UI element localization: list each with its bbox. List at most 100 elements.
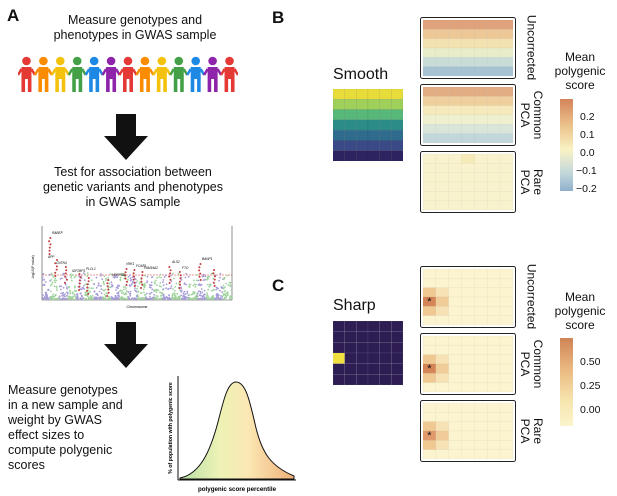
- manhattan-point: [116, 292, 119, 295]
- manhattan-point: [100, 273, 102, 275]
- manhattan-point: [163, 294, 165, 297]
- step-2-text: Test for association between genetic var…: [18, 165, 248, 210]
- heatmap-cell: [435, 38, 449, 49]
- heatmap-cell: [487, 153, 501, 164]
- manhattan-point: [59, 297, 61, 300]
- manhattan-point: [193, 279, 195, 282]
- manhattan-point: [186, 290, 189, 293]
- manhattan-point: [207, 296, 210, 298]
- manhattan-point: [79, 297, 82, 300]
- heatmap-cell: [435, 306, 449, 316]
- density-xlabel: polygenic score percentile: [198, 486, 277, 493]
- manhattan-point: [136, 287, 138, 290]
- heatmap-cell: [435, 296, 449, 307]
- manhattan-point: [171, 293, 174, 296]
- manhattan-gene-label: HERPUD: [112, 273, 126, 277]
- heatmap-cell: [499, 278, 514, 288]
- manhattan-peak-point: [65, 269, 68, 272]
- manhattan-point: [214, 298, 217, 300]
- smooth-pattern-cell: [379, 99, 392, 110]
- step-3-line-1: Measure genotypes: [8, 383, 118, 397]
- smooth-pattern-cell: [391, 109, 403, 121]
- heatmap-cell: [435, 172, 449, 183]
- manhattan-point: [61, 277, 63, 280]
- heatmap-cell: [461, 181, 475, 192]
- manhattan-point: [196, 273, 198, 276]
- step-3-text: Measure genotypes in a new sample and we…: [8, 383, 168, 473]
- manhattan-point: [89, 295, 92, 298]
- manhattan-point: [207, 288, 210, 291]
- heatmap-cell: [499, 335, 514, 346]
- manhattan-peak-point: [168, 266, 171, 268]
- manhattan-point: [73, 286, 76, 289]
- heatmap-cell: [499, 345, 514, 355]
- heatmap-cell: [461, 19, 475, 30]
- c-colorbar-tick-2: 0.25: [580, 380, 601, 392]
- heatmap-cell: [422, 278, 437, 288]
- heatmap-cell: [474, 373, 488, 383]
- sharp-pattern-cell: [333, 321, 345, 332]
- manhattan-point: [84, 291, 87, 294]
- heatmap-cell: [461, 363, 475, 374]
- manhattan-point: [108, 282, 111, 285]
- c-colorbar-title: Mean polygenic score: [554, 290, 606, 332]
- sharp-pattern-cell: [379, 363, 392, 375]
- manhattan-point: [64, 297, 66, 300]
- heatmap-cell: [435, 163, 449, 173]
- manhattan-point: [128, 298, 131, 300]
- manhattan-point: [69, 297, 71, 299]
- manhattan-point: [97, 282, 100, 284]
- manhattan-point: [162, 284, 165, 287]
- smooth-pattern-cell: [367, 129, 380, 141]
- manhattan-point: [182, 298, 185, 300]
- manhattan-point: [141, 282, 143, 284]
- manhattan-point: [86, 295, 89, 298]
- manhattan-point: [55, 298, 57, 300]
- panel-c-letter: C: [272, 276, 285, 295]
- manhattan-peak-point: [178, 271, 181, 273]
- manhattan-point: [180, 297, 183, 300]
- c-row-label-common-pca: Common PCA: [518, 339, 545, 389]
- manhattan-point: [117, 298, 119, 300]
- manhattan-point: [66, 286, 68, 288]
- manhattan-point: [94, 296, 96, 299]
- manhattan-point: [109, 286, 112, 288]
- sharp-uncorrected-heatmap: *: [420, 266, 516, 328]
- manhattan-peak-point: [199, 279, 202, 281]
- manhattan-peak-point: [133, 275, 136, 278]
- heatmap-cell: [474, 133, 488, 144]
- heatmap-cell: [422, 200, 437, 211]
- manhattan-point: [67, 297, 70, 300]
- heatmap-cell: [422, 96, 437, 106]
- panel-a-letter: A: [7, 6, 20, 25]
- smooth-pattern-cell: [379, 129, 392, 141]
- manhattan-point: [104, 295, 107, 297]
- manhattan-point: [222, 294, 225, 297]
- manhattan-point: [175, 297, 178, 300]
- heatmap-cell: [461, 449, 475, 460]
- b-colorbar-tick-5: −0.2: [576, 183, 597, 193]
- manhattan-point: [103, 293, 106, 296]
- manhattan-point: [91, 295, 94, 297]
- manhattan-peak-point: [87, 277, 90, 279]
- manhattan-point: [64, 283, 67, 286]
- manhattan-point: [174, 295, 177, 298]
- manhattan-point: [128, 292, 131, 295]
- manhattan-point: [112, 276, 115, 278]
- heatmap-cell: [474, 449, 488, 460]
- manhattan-point: [223, 297, 226, 300]
- manhattan-point: [183, 283, 186, 285]
- manhattan-point: [55, 289, 58, 291]
- manhattan-point: [172, 272, 174, 275]
- manhattan-point: [177, 272, 180, 275]
- manhattan-point: [86, 272, 89, 274]
- smooth-pattern-cell: [344, 119, 357, 131]
- manhattan-point: [201, 296, 204, 298]
- heatmap-cell: [487, 373, 501, 383]
- manhattan-peak-point: [169, 278, 172, 281]
- heatmap-cell: [448, 124, 462, 134]
- heatmap-cell: [474, 57, 488, 67]
- manhattan-point: [216, 286, 218, 289]
- manhattan-point: [71, 297, 74, 300]
- manhattan-point: [150, 281, 153, 284]
